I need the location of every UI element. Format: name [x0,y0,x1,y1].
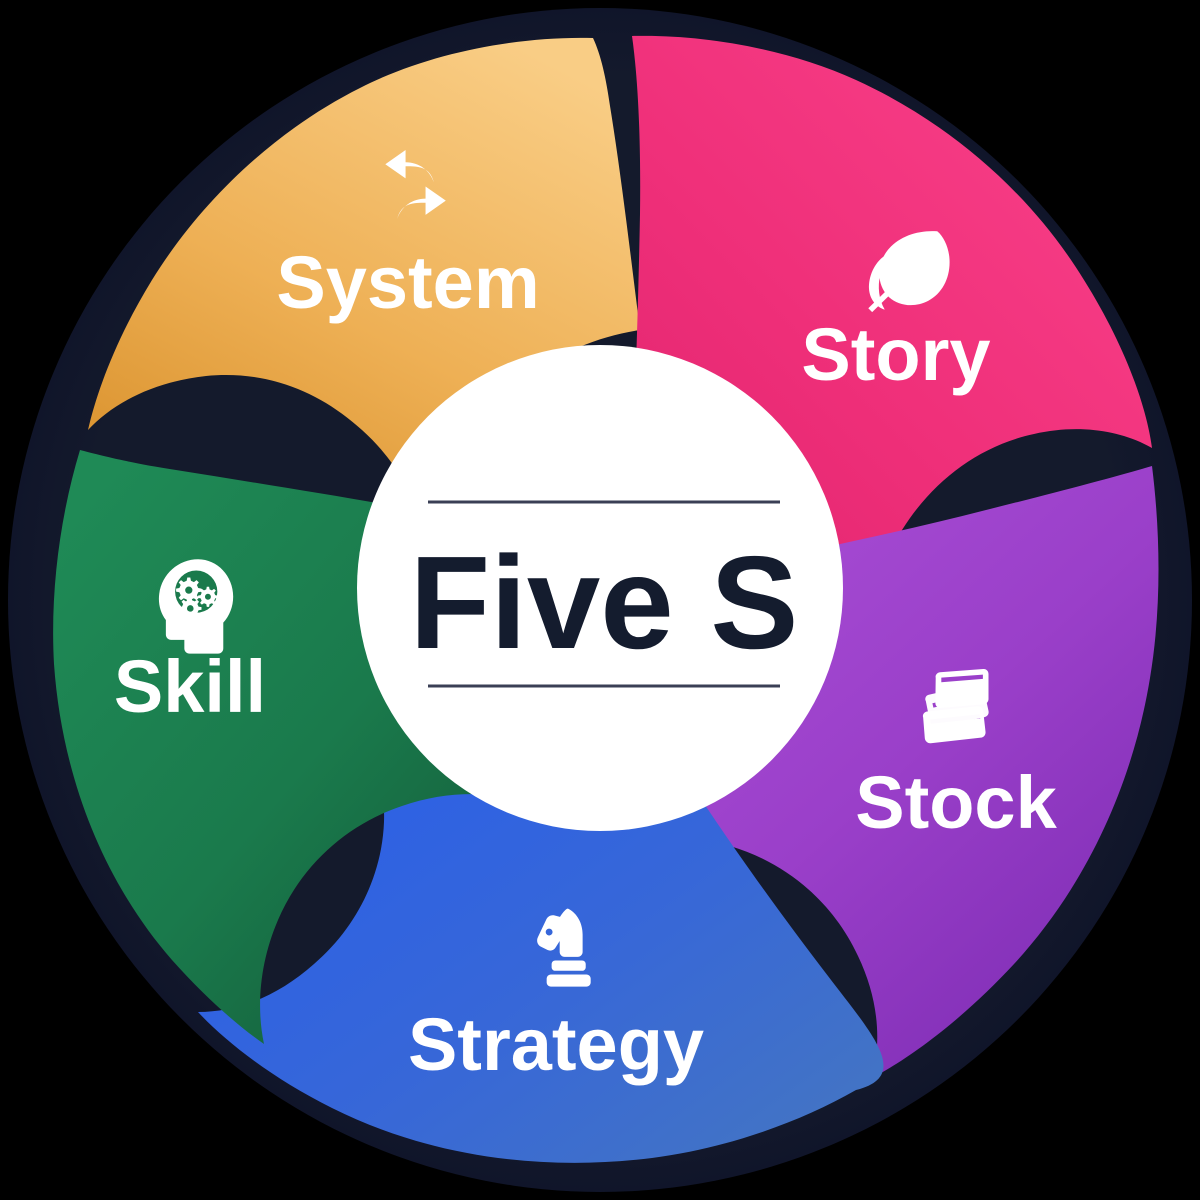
center-hub-circle [357,345,843,831]
segment-story-label: Story [801,313,990,396]
segment-strategy[interactable]: Strategy [198,728,884,1163]
segment-system[interactable]: System [88,37,640,520]
segment-stock-label: Stock [855,761,1057,844]
chess-knight-icon [537,908,591,987]
books-stack-icon [922,668,989,744]
exchange-arrows-icon [385,150,446,219]
segment-system-label: System [276,241,539,324]
segment-system-shape[interactable] [88,37,640,520]
segment-strategy-label: Strategy [408,1003,704,1086]
center-hub[interactable]: Five S [357,345,843,831]
leaf-icon [868,231,950,313]
head-gears-icon [158,559,234,654]
segment-skill-label: Skill [114,645,266,728]
center-title: Five S [410,529,799,676]
